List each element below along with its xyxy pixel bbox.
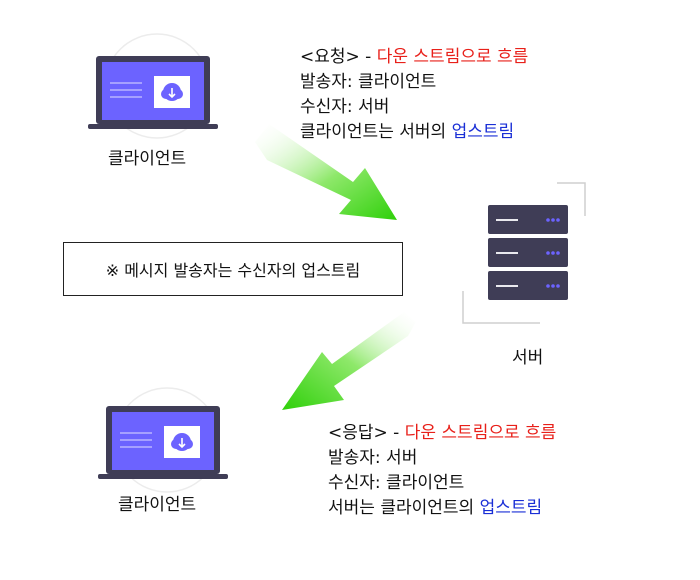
response-flow: 다운 스트림으로 흐름 bbox=[404, 423, 557, 443]
server-icon bbox=[462, 182, 586, 324]
request-dash: - bbox=[359, 47, 377, 67]
request-relation-prefix: 클라이언트는 서버의 bbox=[300, 122, 452, 142]
note-box: ※ 메시지 발송자는 수신자의 업스트림 bbox=[63, 242, 403, 296]
request-title-line: <요청> - 다운 스트림으로 흐름 bbox=[300, 45, 528, 70]
request-relation-highlight: 업스트림 bbox=[451, 122, 515, 142]
response-sender: 발송자: 서버 bbox=[328, 448, 418, 468]
response-relation-prefix: 서버는 클라이언트의 bbox=[328, 498, 480, 518]
request-text-block: <요청> - 다운 스트림으로 흐름 발송자: 클라이언트 수신자: 서버 클라… bbox=[300, 45, 528, 145]
client-bottom-laptop-icon bbox=[98, 387, 228, 493]
client-top-label: 클라이언트 bbox=[108, 149, 187, 169]
response-receiver: 수신자: 클라이언트 bbox=[328, 473, 465, 493]
arrow-to-client bbox=[282, 312, 416, 410]
request-receiver: 수신자: 서버 bbox=[300, 97, 390, 117]
client-top-laptop-icon bbox=[88, 33, 218, 139]
server-label: 서버 bbox=[512, 348, 544, 368]
request-sender: 발송자: 클라이언트 bbox=[300, 72, 437, 92]
response-relation-line: 서버는 클라이언트의 업스트림 bbox=[328, 496, 556, 521]
response-title: <응답> bbox=[328, 423, 388, 443]
response-text-block: <응답> - 다운 스트림으로 흐름 발송자: 서버 수신자: 클라이언트 서버… bbox=[328, 421, 556, 521]
request-flow: 다운 스트림으로 흐름 bbox=[376, 47, 529, 67]
request-title: <요청> bbox=[300, 47, 360, 67]
client-bottom-label: 클라이언트 bbox=[118, 495, 197, 515]
response-title-line: <응답> - 다운 스트림으로 흐름 bbox=[328, 421, 556, 446]
response-dash: - bbox=[387, 423, 405, 443]
arrow-to-server bbox=[255, 124, 397, 220]
response-relation-highlight: 업스트림 bbox=[479, 498, 543, 518]
note-text: ※ 메시지 발송자는 수신자의 업스트림 bbox=[105, 261, 361, 280]
request-relation-line: 클라이언트는 서버의 업스트림 bbox=[300, 120, 528, 145]
